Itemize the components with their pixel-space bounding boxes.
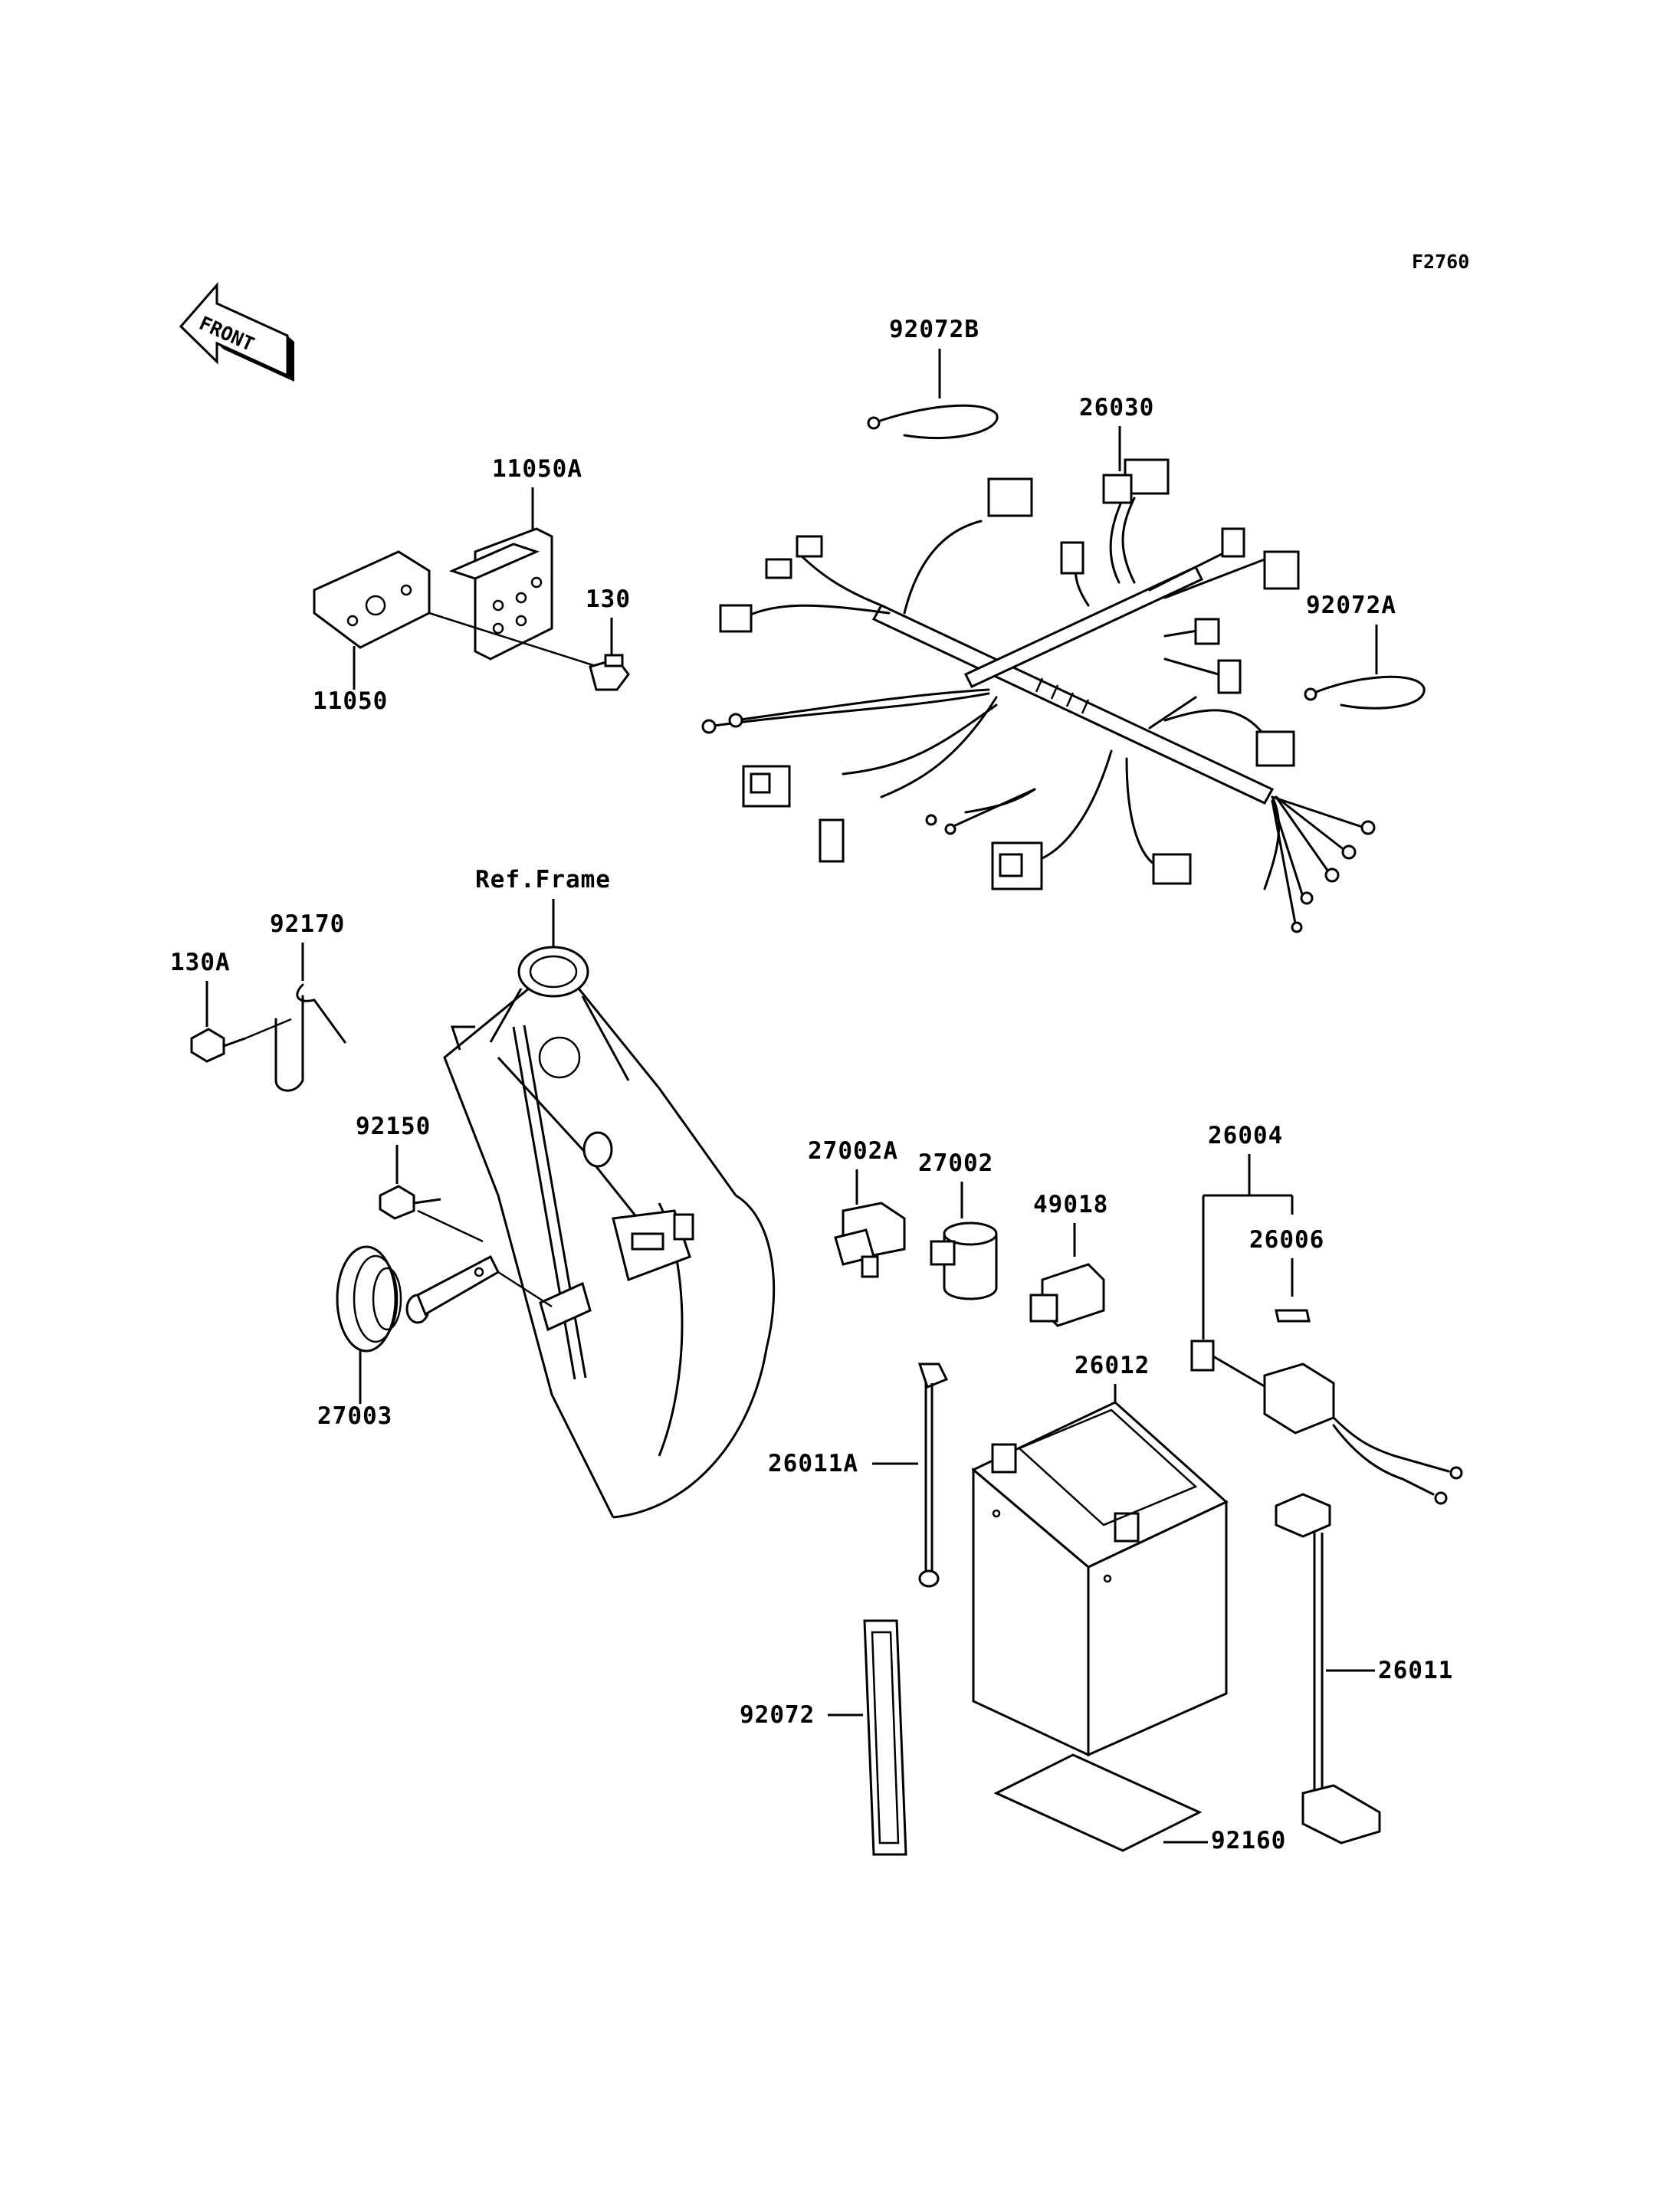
cable-26011a: 26011A	[768, 1362, 949, 1588]
battery-pad-92160: 92160	[993, 1753, 1286, 1854]
ref-frame-label: Ref.Frame	[475, 866, 611, 894]
label-130a: 130A	[170, 949, 231, 976]
label-27002: 27002	[918, 1149, 993, 1177]
label-92072b: 92072B	[889, 316, 979, 343]
label-92160: 92160	[1211, 1827, 1286, 1854]
label-92072: 92072	[740, 1701, 815, 1729]
horn-27003: 27003	[317, 1245, 592, 1430]
label-11050a: 11050A	[492, 455, 582, 483]
label-26006: 26006	[1249, 1226, 1324, 1254]
battery-26012: 26012	[971, 1352, 1229, 1757]
label-27002a: 27002A	[808, 1137, 898, 1165]
wiring-harness-26030: 26030	[701, 394, 1376, 933]
label-92170: 92170	[270, 910, 345, 938]
battery-band-92072: 92072	[740, 1619, 907, 1856]
label-26004: 26004	[1208, 1122, 1283, 1149]
clamp-92170: 92170	[270, 910, 346, 1092]
bracket-assembly: 11050A 130 11050	[313, 455, 631, 715]
cable-tie-92072a: 92072A	[1304, 592, 1426, 710]
label-26011: 26011	[1378, 1657, 1453, 1684]
fuse-26006: 26006	[1249, 1226, 1324, 1323]
label-92150: 92150	[356, 1113, 431, 1140]
label-26030: 26030	[1079, 394, 1154, 421]
bolt-130a: 130A	[170, 949, 292, 1063]
relay-27002: 27002	[918, 1149, 998, 1300]
label-27003: 27003	[317, 1402, 392, 1430]
frame-reference: Ref.Frame	[443, 866, 776, 1519]
label-92072a: 92072A	[1306, 592, 1396, 619]
diode-49018: 49018	[1029, 1191, 1108, 1327]
label-26011a: 26011A	[768, 1450, 858, 1477]
front-arrow-icon: FRONT	[179, 281, 294, 382]
cable-tie-92072b: 92072B	[867, 316, 999, 440]
label-11050: 11050	[313, 687, 388, 715]
diagram-code: F2760	[1412, 251, 1469, 273]
relay-27002a: 27002A	[808, 1137, 906, 1278]
label-49018: 49018	[1033, 1191, 1108, 1218]
cable-26011: 26011	[1275, 1493, 1453, 1844]
junction-26004: 26004	[1190, 1122, 1463, 1505]
label-26012: 26012	[1075, 1352, 1150, 1379]
bolt-92150: 92150	[356, 1113, 484, 1243]
label-130: 130	[586, 585, 631, 613]
